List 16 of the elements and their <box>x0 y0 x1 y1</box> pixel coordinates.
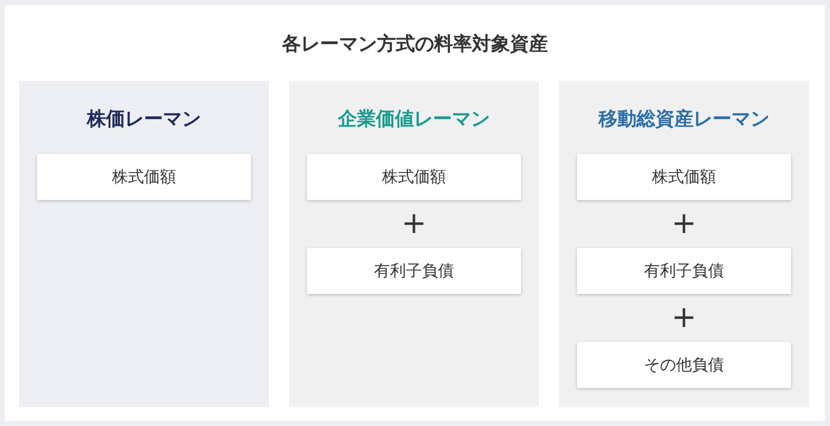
asset-card: その他負債 <box>577 342 791 388</box>
asset-card: 有利子負債 <box>307 248 521 294</box>
method-panel <box>19 81 269 407</box>
plus-sign: + <box>670 209 698 239</box>
panel-heading: 移動総資産レーマン <box>597 107 770 131</box>
method-panel <box>559 81 809 407</box>
asset-card: 株式価額 <box>307 154 521 200</box>
asset-card: 株式価額 <box>577 154 791 200</box>
plus-sign: + <box>400 209 428 239</box>
panel-heading: 企業価値レーマン <box>336 107 491 131</box>
asset-card: 株式価額 <box>37 154 251 200</box>
plus-sign: + <box>670 303 698 333</box>
panel-heading: 株価レーマン <box>86 107 202 131</box>
diagram-title: 各レーマン方式の料率対象資産 <box>280 32 549 56</box>
method-panel <box>289 81 539 407</box>
asset-card: 有利子負債 <box>577 248 791 294</box>
